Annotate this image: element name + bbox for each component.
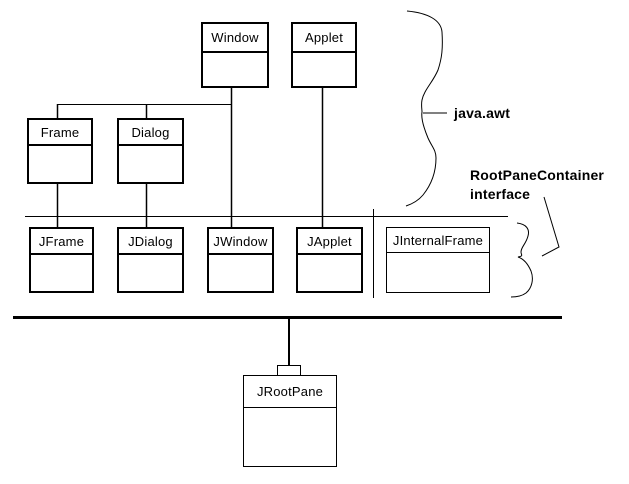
class-name-label: JDialog bbox=[119, 229, 182, 255]
class-name-label: JRootPane bbox=[244, 376, 336, 408]
class-box-jwindow: JWindow bbox=[207, 227, 274, 293]
class-box-jframe: JFrame bbox=[29, 227, 94, 293]
class-name-label: JInternalFrame bbox=[387, 228, 489, 253]
class-name-label: Frame bbox=[29, 120, 91, 146]
class-name-label: JWindow bbox=[209, 229, 272, 255]
interface-leader-line bbox=[541, 196, 560, 257]
class-name-label: JApplet bbox=[298, 229, 361, 255]
class-box-window: Window bbox=[201, 22, 269, 88]
rootpanecontainer-label: RootPaneContainer interface bbox=[470, 166, 604, 204]
java-awt-brace bbox=[405, 10, 443, 207]
rootpanecontainer-label-line1: RootPaneContainer bbox=[470, 167, 605, 183]
class-name-label: JFrame bbox=[31, 229, 92, 255]
class-box-dialog: Dialog bbox=[117, 118, 184, 184]
class-box-frame: Frame bbox=[27, 118, 93, 184]
class-name-label: Dialog bbox=[119, 120, 182, 146]
class-name-label: Window bbox=[203, 24, 267, 53]
rootpanecontainer-brace bbox=[510, 222, 533, 298]
class-box-jrootpane: JRootPane bbox=[243, 375, 337, 467]
class-box-jdialog: JDialog bbox=[117, 227, 184, 293]
class-box-japplet: JApplet bbox=[296, 227, 363, 293]
rootpanecontainer-label-line2: interface bbox=[470, 186, 531, 202]
class-box-applet: Applet bbox=[291, 22, 357, 88]
class-name-label: Applet bbox=[293, 24, 355, 53]
java-awt-label: java.awt bbox=[454, 105, 511, 121]
class-box-jinternalframe: JInternalFrame bbox=[386, 227, 490, 293]
